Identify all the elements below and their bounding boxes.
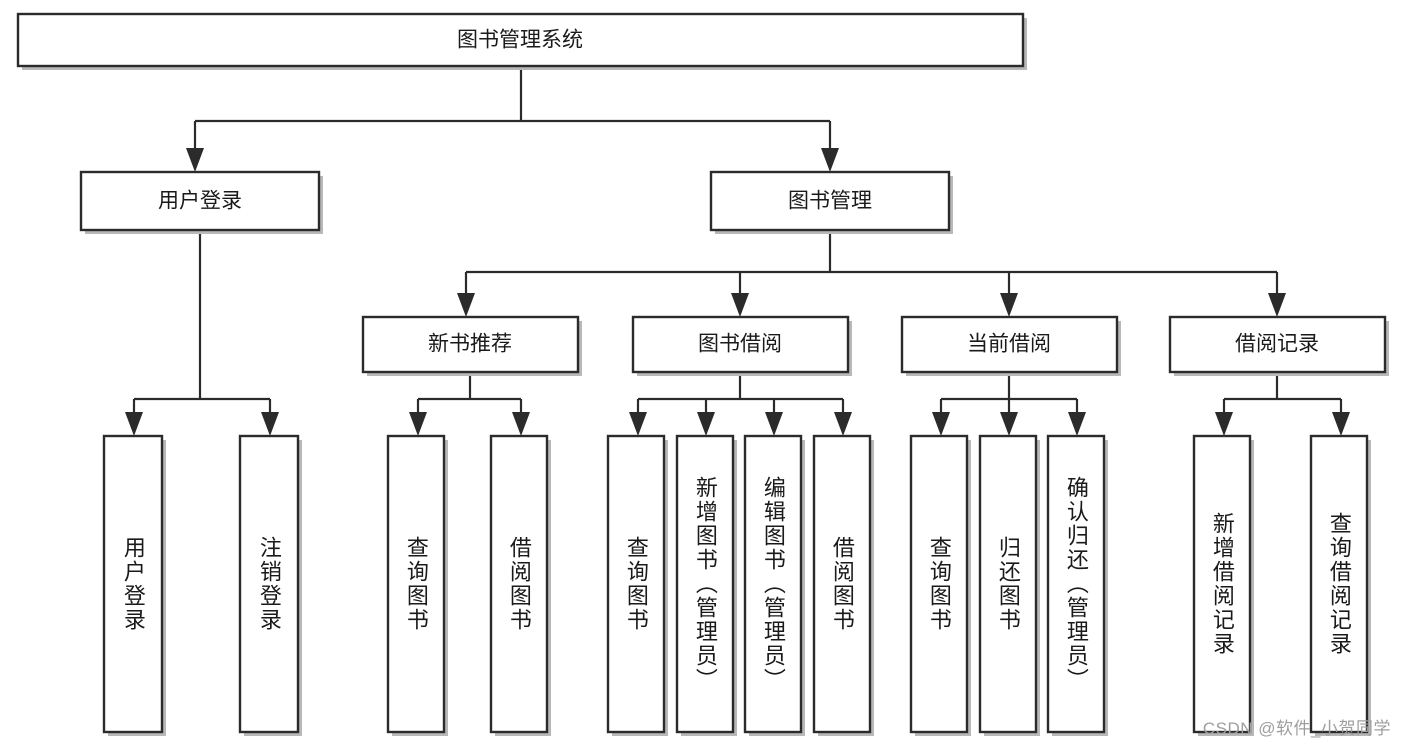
arrow-to-leaf-record-query [1332,412,1350,436]
leaf-borrow-edit-box[interactable] [743,434,803,734]
leaf-borrow-add-box[interactable] [675,434,735,734]
arrow-to-leaf-user-login [125,412,143,436]
node-borrow-record-label: 借阅记录 [1235,333,1319,356]
node-user-login-label: 用户登录 [158,190,242,213]
leaf-current-query-box[interactable] [909,434,969,734]
arrow-to-leaf-current-return [1000,412,1018,436]
arrow-to-book-borrow [731,293,749,317]
node-borrow-record-box[interactable] [1168,315,1387,374]
leaf-current-confirm-box[interactable] [1046,434,1106,734]
node-book-manage-label: 图书管理 [788,190,872,213]
node-new-book-recommend-label: 新书推荐 [428,333,512,356]
watermark: CSDN @软件_小贺同学 [1202,719,1391,738]
node-root-box[interactable] [16,12,1025,68]
arrow-to-leaf-current-confirm [1068,412,1086,436]
node-new-book-recommend-box[interactable] [361,315,580,374]
arrow-to-leaf-borrow-edit [765,412,783,436]
node-user-login-box[interactable] [79,170,321,232]
node-current-borrow-label: 当前借阅 [967,333,1051,356]
leaf-borrow-lend-box[interactable] [812,434,872,734]
node-book-borrow-box[interactable] [631,315,850,374]
leaf-current-return-box[interactable] [978,434,1038,734]
edge-bookborrow-bus [636,374,845,417]
edge-root-bus [193,69,832,155]
node-current-borrow-box[interactable] [900,315,1119,374]
arrow-to-new-book-recommend [457,293,475,317]
node-book-borrow-label: 图书借阅 [698,333,782,356]
node-layer: 图书管理系统 用户登录 图书管理 新书推荐 图书借阅 当前借阅 借阅记录 [16,12,1389,736]
edge-borrowrecord-bus [1222,374,1343,417]
arrow-to-current-borrow [1000,293,1018,317]
arrow-to-leaf-newbook-query [409,412,427,436]
arrow-to-user-login [186,148,204,172]
node-root-label: 图书管理系统 [457,29,583,52]
connector-layer [125,69,1350,436]
arrow-to-leaf-current-query [932,412,950,436]
arrow-to-leaf-borrow-lend [834,412,852,436]
node-book-manage-box[interactable] [709,170,951,232]
arrow-to-leaf-record-add [1215,412,1233,436]
arrow-to-leaf-borrow-add [697,412,715,436]
leaf-newbook-borrow-box[interactable] [489,434,549,734]
leaf-record-add-box[interactable] [1192,434,1252,734]
edge-userlogin-bus [132,232,272,417]
arrow-to-leaf-borrow-query [629,412,647,436]
leaf-borrow-query-box[interactable] [606,434,666,734]
arrow-to-book-manage [821,148,839,172]
arrow-to-leaf-logout [261,412,279,436]
arrow-to-borrow-record [1268,293,1286,317]
edge-bookmanage-bus [464,232,1279,298]
arrow-to-leaf-newbook-borrow [512,412,530,436]
edge-newbook-bus [416,374,523,417]
leaf-logout-box[interactable] [238,434,300,734]
leaf-record-query-box[interactable] [1309,434,1369,734]
leaf-user-login-box[interactable] [102,434,164,734]
leaf-newbook-query-box[interactable] [386,434,446,734]
edge-currentborrow-bus [939,374,1079,417]
